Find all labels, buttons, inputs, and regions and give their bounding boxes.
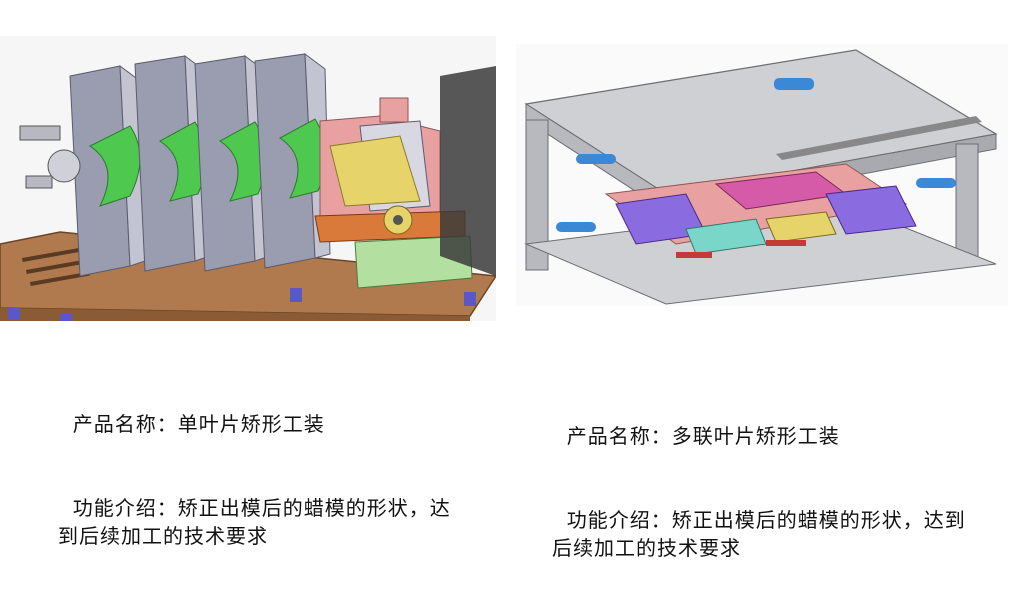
multi-blade-fixture-image xyxy=(516,44,1008,306)
top-handle xyxy=(774,78,814,90)
single-blade-fixture-image xyxy=(0,36,496,321)
left-product-name: 产品名称：单叶片矫形工装 xyxy=(58,412,325,436)
fixture-plate-1 xyxy=(69,64,146,277)
multi-blade-fixture-drawing xyxy=(516,44,1008,306)
right-product-name: 产品名称：多联叶片矫形工装 xyxy=(552,424,840,448)
left-clamp xyxy=(19,125,81,189)
column-right xyxy=(955,143,979,265)
right-caption: 产品名称：多联叶片矫形工装 功能介绍：矫正出模后的蜡模的形状，达到后续加工的技术… xyxy=(552,366,982,590)
column-left xyxy=(525,119,549,271)
single-blade-fixture-drawing xyxy=(0,36,496,321)
left-function-desc: 功能介绍：矫正出模后的蜡模的形状，达到后续加工的技术要求 xyxy=(58,496,451,548)
right-function-desc: 功能介绍：矫正出模后的蜡模的形状，达到后续加工的技术要求 xyxy=(552,508,966,560)
left-caption: 产品名称：单叶片矫形工装 功能介绍：矫正出模后的蜡模的形状，达到后续加工的技术要… xyxy=(58,354,458,578)
